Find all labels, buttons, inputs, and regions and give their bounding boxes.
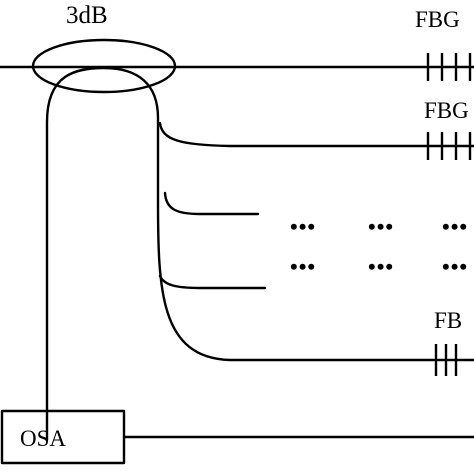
ellipsis-1: ••• [290,214,316,239]
coupler-label: 3dB [66,2,108,29]
osa-label: OSA [20,426,66,451]
grating-label-1: FBG [415,7,460,32]
coupler-ellipse [31,38,177,94]
grating-label-2: FBG [424,98,469,123]
grating-row-2 [426,132,472,160]
ellipsis-5: ••• [368,254,394,279]
ellipsis-2: ••• [368,214,394,239]
ellipsis-6: ••• [442,254,468,279]
grating-row-1 [426,53,472,81]
loop-fiber-line [45,66,474,442]
branch-fiber-1 [158,121,474,148]
ellipsis-3: ••• [442,214,468,239]
grating-label-3: FB [434,308,462,333]
ellipsis-4: ••• [290,254,316,279]
grating-row-3 [434,344,458,376]
branch-fiber-3 [158,274,267,290]
branch-fiber-2 [163,191,260,216]
